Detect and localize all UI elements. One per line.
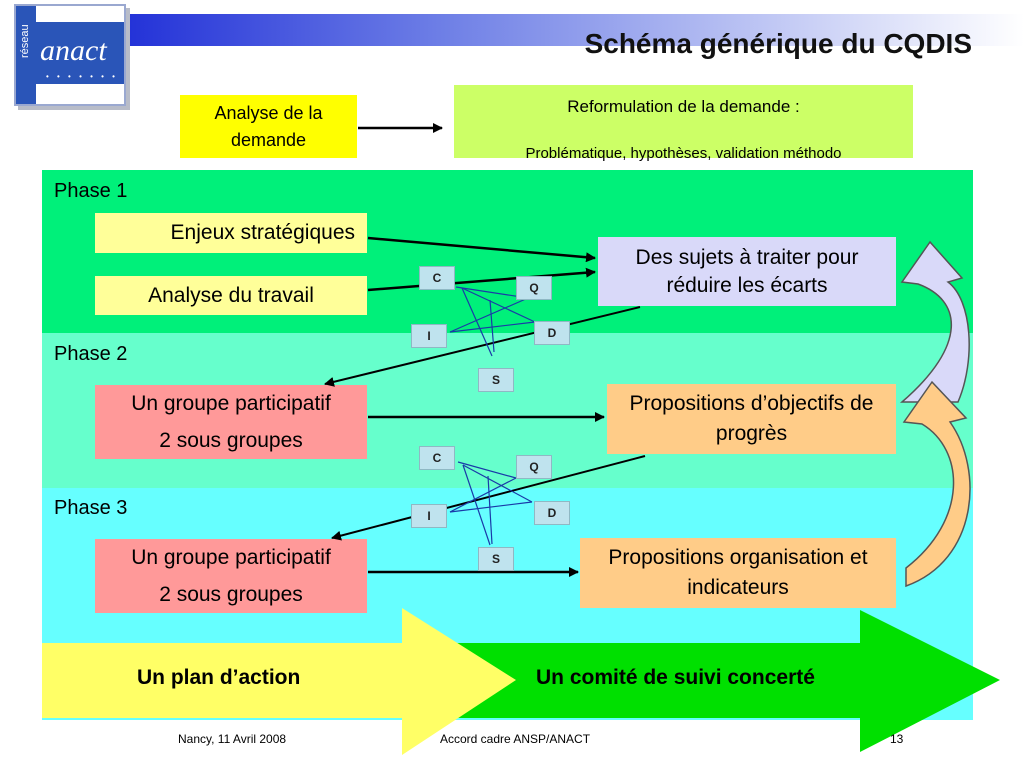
logo-text: anact (40, 34, 107, 67)
sous-groupes-box-3: 2 sous groupes (95, 576, 367, 613)
reformulation-title: Reformulation de la demande : (567, 97, 800, 116)
reformulation-subtitle: Problématique, hypothèses, validation mé… (525, 145, 842, 162)
reformulation-box: Reformulation de la demande : Problémati… (454, 85, 913, 162)
plan-action-label: Un plan d’action (137, 666, 301, 689)
sujets-box: Des sujets à traiter pour réduire les éc… (598, 237, 896, 306)
phase1-label: Phase 1 (54, 180, 128, 202)
arrow-objectifs-to-groupe (331, 455, 646, 541)
title-bar (130, 14, 1024, 46)
cqdis-tag-s-2: S (478, 547, 514, 571)
arrow-enjeux-to-sujets (367, 236, 596, 263)
cqdis-tag-i-1: I (411, 324, 447, 348)
sous-groupes-box-2: 2 sous groupes (95, 422, 367, 459)
cqdis-star-2 (449, 461, 533, 546)
cqdis-tag-d-2: D (534, 501, 570, 525)
propositions-objectifs-box: Propositions d’objectifs de progrès (607, 384, 896, 454)
propositions-organisation-box: Propositions organisation et indicateurs (580, 538, 896, 608)
analyse-demande-box: Analyse de la demande (180, 95, 357, 158)
footer-page-number: 13 (890, 732, 904, 746)
footer-accord: Accord cadre ANSP/ANACT (440, 732, 591, 746)
cqdis-star-1 (449, 286, 536, 357)
analyse-travail-box: Analyse du travail (95, 276, 367, 315)
footer-date: Nancy, 11 Avril 2008 (178, 732, 287, 746)
groupe-participatif-box-3: Un groupe participatif (95, 539, 367, 576)
groupe-participatif-box-2: Un groupe participatif (95, 385, 367, 422)
cqdis-tag-d-1: D (534, 321, 570, 345)
arrow-plan (42, 608, 516, 755)
phase2-label: Phase 2 (54, 343, 128, 365)
phase3-label: Phase 3 (54, 497, 128, 519)
curved-arrow-lavender (899, 240, 970, 403)
cqdis-tag-q-1: Q (516, 276, 552, 300)
page-title: Schéma générique du CQDIS (584, 28, 972, 59)
cqdis-tag-c-1: C (419, 266, 455, 290)
curved-arrow-peach (902, 380, 971, 588)
logo: réseau anact • • • • • • • (14, 4, 126, 106)
arrow-comite (430, 610, 1000, 752)
enjeux-box: Enjeux stratégiques (95, 213, 367, 253)
cqdis-tag-i-2: I (411, 504, 447, 528)
cqdis-tag-q-2: Q (516, 455, 552, 479)
cqdis-tag-s-1: S (478, 368, 514, 392)
cqdis-tag-c-2: C (419, 446, 455, 470)
comite-suivi-label: Un comité de suivi concerté (536, 666, 815, 689)
arrow-analyse-to-sujets (367, 267, 596, 292)
arrow-sujets-to-groupe (324, 306, 641, 387)
